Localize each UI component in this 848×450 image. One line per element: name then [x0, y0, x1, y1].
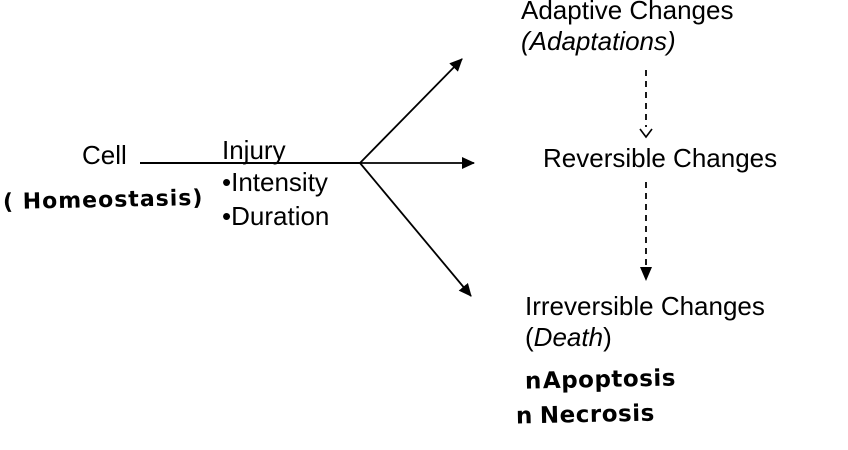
handwritten-bullet-icon: n — [524, 368, 543, 395]
arrow-to-adaptive — [359, 58, 463, 164]
homeostasis-annotation: ( Homeostasis) — [2, 185, 204, 216]
injury-bullet-intensity: •Intensity — [222, 167, 328, 198]
filled-arrowhead-icon — [640, 267, 652, 281]
necrosis-label: Necrosis — [539, 400, 656, 429]
outcome-reversible: Reversible Changes — [543, 143, 777, 174]
death-word: Death — [533, 322, 604, 352]
irreversible-subtitle: (Death) — [525, 322, 765, 353]
irreversible-title: Irreversible Changes — [525, 291, 765, 321]
cell-label: Cell — [82, 140, 127, 170]
bullet-dot-icon: • — [222, 167, 232, 197]
adaptive-subtitle: (Adaptations) — [521, 26, 676, 56]
outcome-irreversible: Irreversible Changes (Death) — [525, 291, 765, 353]
handwritten-note-apoptosis: nApoptosis — [525, 365, 676, 394]
arrow-to-irreversible — [359, 162, 472, 297]
injury-bullet-duration: •Duration — [222, 201, 329, 232]
paren-close: ) — [603, 322, 612, 352]
open-arrowhead-icon — [639, 128, 653, 139]
paren-open: ( — [525, 322, 534, 352]
handwritten-bullet-icon: n — [515, 403, 534, 430]
injury-label: Injury — [222, 135, 286, 165]
outcome-adaptive: Adaptive Changes (Adaptations) — [521, 0, 733, 57]
apoptosis-label: Apoptosis — [542, 365, 677, 395]
injury-bullet-intensity-label: Intensity — [231, 167, 328, 197]
adaptive-title: Adaptive Changes — [521, 0, 734, 25]
injury-bullet-duration-label: Duration — [231, 201, 330, 231]
bullet-dot-icon: • — [222, 201, 232, 231]
reversible-title: Reversible Changes — [543, 143, 778, 173]
